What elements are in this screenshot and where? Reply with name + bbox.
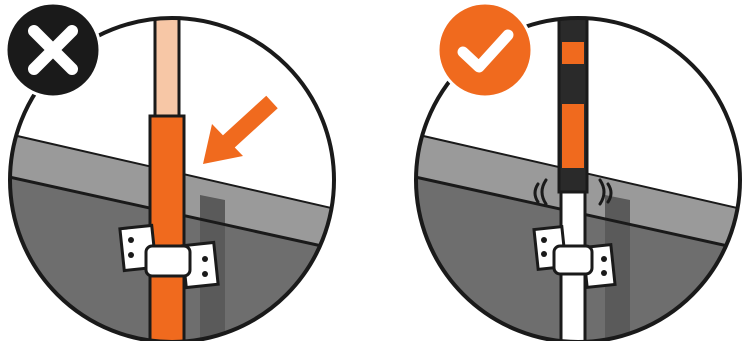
pipe-lower-orange: [148, 114, 186, 341]
correct-panel: [414, 1, 742, 341]
x-mark-icon: [4, 1, 102, 99]
pipe-clip: [118, 223, 220, 290]
arrow-pointer-icon: [203, 95, 278, 164]
incorrect-panel: [4, 1, 336, 341]
panel-outline: [414, 16, 742, 341]
vibration-lines-icon: [533, 178, 613, 206]
pipe-clip: [532, 224, 617, 290]
wall-seam: [605, 195, 630, 341]
pipe-upper-marked: [557, 18, 589, 194]
checkmark-icon: [436, 1, 534, 99]
panel-outline: [8, 16, 336, 341]
